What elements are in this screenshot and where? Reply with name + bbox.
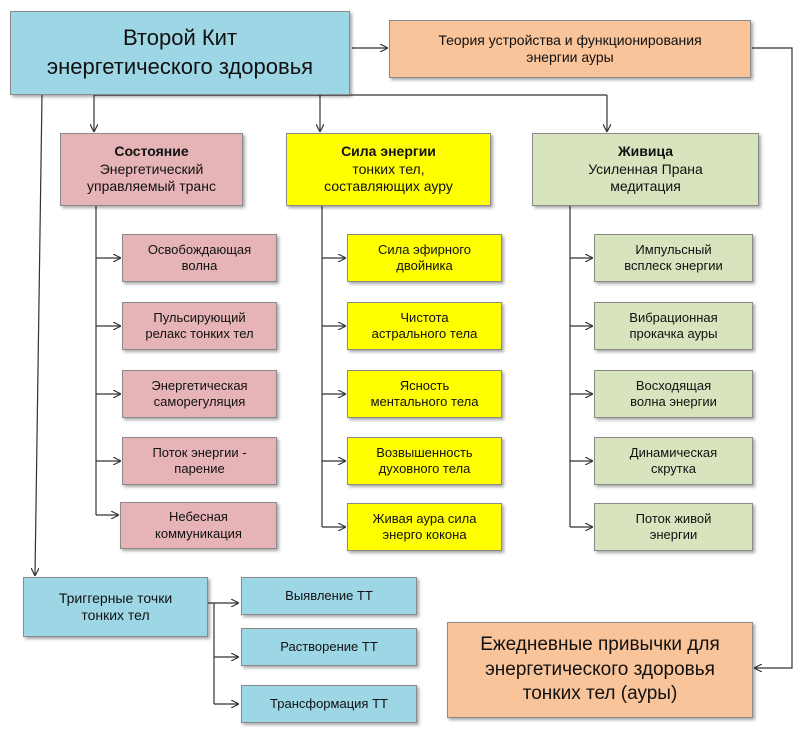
triggers-line1: Триггерные точки bbox=[58, 589, 173, 606]
item-line2: двойника bbox=[396, 258, 453, 273]
habits-line1: Ежедневные привычки для bbox=[480, 633, 720, 655]
zhivitsa-item: Импульсный всплеск энергии bbox=[594, 234, 753, 282]
triggers-box: Триггерные точки тонких тел bbox=[23, 577, 208, 637]
item-line2: парение bbox=[174, 461, 225, 476]
item-line2: энергии bbox=[649, 527, 698, 542]
branch-power-box: Сила энергии тонких тел, составляющих ау… bbox=[286, 133, 491, 206]
item-line2: духовного тела bbox=[378, 461, 471, 476]
item-line1: Небесная bbox=[169, 509, 228, 525]
item-line2: волна энергии bbox=[630, 394, 717, 409]
trigger-item: Растворение ТТ bbox=[241, 628, 417, 666]
state-item: Поток энергии - парение bbox=[122, 437, 277, 485]
habits-box: Ежедневные привычки для энергетического … bbox=[447, 622, 753, 718]
item-line2: энерго кокона bbox=[382, 527, 467, 542]
triggers-line2: тонких тел bbox=[81, 607, 150, 623]
item-line1: Живая аура сила bbox=[372, 510, 477, 526]
item-line2: саморегуляция bbox=[153, 394, 246, 409]
theory-line2: энергии ауры bbox=[526, 49, 614, 65]
item-line1: Импульсный bbox=[635, 241, 712, 257]
item-line1: Возвышенность bbox=[376, 444, 473, 460]
branch-state-line2: Энергетический bbox=[99, 160, 204, 177]
branch-state-line3: управляемый транс bbox=[87, 178, 216, 195]
item-line2: скрутка bbox=[651, 461, 696, 476]
zhivitsa-item: Поток живой энергии bbox=[594, 503, 753, 551]
trigger-item-label: Выявление ТТ bbox=[285, 587, 373, 603]
zhivitsa-item: Восходящая волна энергии bbox=[594, 370, 753, 418]
item-line1: Ясность bbox=[399, 377, 450, 393]
branch-state-title: Состояние bbox=[114, 143, 189, 160]
power-item: Живая аура сила энерго кокона bbox=[347, 503, 502, 551]
branch-state-box: Состояние Энергетический управляемый тра… bbox=[60, 133, 243, 206]
state-item: Энергетическая саморегуляция bbox=[122, 370, 277, 418]
item-line1: Сила эфирного bbox=[378, 241, 471, 257]
item-line2: волна bbox=[181, 258, 218, 273]
power-item: Сила эфирного двойника bbox=[347, 234, 502, 282]
main-title-line2: энергетического здоровья bbox=[46, 54, 314, 79]
branch-zhivitsa-line2: Усиленная Прана bbox=[588, 160, 703, 177]
item-line1: Чистота bbox=[400, 309, 449, 325]
branch-zhivitsa-title: Живица bbox=[617, 143, 674, 160]
main-title-line1: Второй Кит bbox=[122, 25, 238, 51]
trigger-item-label: Трансформация ТТ bbox=[270, 695, 388, 711]
branch-zhivitsa-line3: медитация bbox=[610, 178, 681, 195]
main-title-box: Второй Кит энергетического здоровья bbox=[10, 11, 350, 95]
item-line2: ментального тела bbox=[370, 394, 479, 409]
item-line2: коммуникация bbox=[155, 525, 242, 541]
item-line1: Освобождающая bbox=[147, 241, 252, 257]
item-line2: всплеск энергии bbox=[624, 258, 723, 273]
branch-zhivitsa-box: Живица Усиленная Прана медитация bbox=[532, 133, 759, 206]
branch-power-line3: составляющих ауру bbox=[324, 178, 453, 195]
item-line1: Вибрационная bbox=[629, 309, 718, 325]
power-item: Чистота астрального тела bbox=[347, 302, 502, 350]
state-item: Пульсирующий релакс тонких тел bbox=[122, 302, 277, 350]
item-line2: прокачка ауры bbox=[629, 326, 718, 341]
item-line1: Поток живой bbox=[635, 510, 712, 526]
habits-line2: энергетического здоровья bbox=[485, 658, 715, 680]
item-line1: Поток энергии - bbox=[152, 444, 247, 460]
state-item: Освобождающая волна bbox=[122, 234, 277, 282]
item-line2: астрального тела bbox=[371, 326, 478, 341]
theory-box: Теория устройства и функционирования эне… bbox=[389, 20, 751, 78]
habits-line3: тонких тел (ауры) bbox=[522, 683, 678, 705]
trigger-item: Выявление ТТ bbox=[241, 577, 417, 615]
item-line1: Энергетическая bbox=[151, 377, 248, 393]
branch-power-line2: тонких тел, bbox=[352, 160, 425, 177]
theory-line1: Теория устройства и функционирования bbox=[438, 31, 702, 48]
trigger-item-label: Растворение ТТ bbox=[280, 638, 378, 654]
power-item: Возвышенность духовного тела bbox=[347, 437, 502, 485]
state-item: Небесная коммуникация bbox=[120, 502, 277, 549]
power-item: Ясность ментального тела bbox=[347, 370, 502, 418]
item-line1: Пульсирующий bbox=[153, 309, 246, 325]
trigger-item: Трансформация ТТ bbox=[241, 685, 417, 723]
item-line1: Восходящая bbox=[635, 377, 712, 393]
item-line2: релакс тонких тел bbox=[145, 326, 254, 341]
branch-power-title: Сила энергии bbox=[341, 143, 436, 160]
item-line1: Динамическая bbox=[629, 444, 718, 460]
zhivitsa-item: Вибрационная прокачка ауры bbox=[594, 302, 753, 350]
zhivitsa-item: Динамическая скрутка bbox=[594, 437, 753, 485]
